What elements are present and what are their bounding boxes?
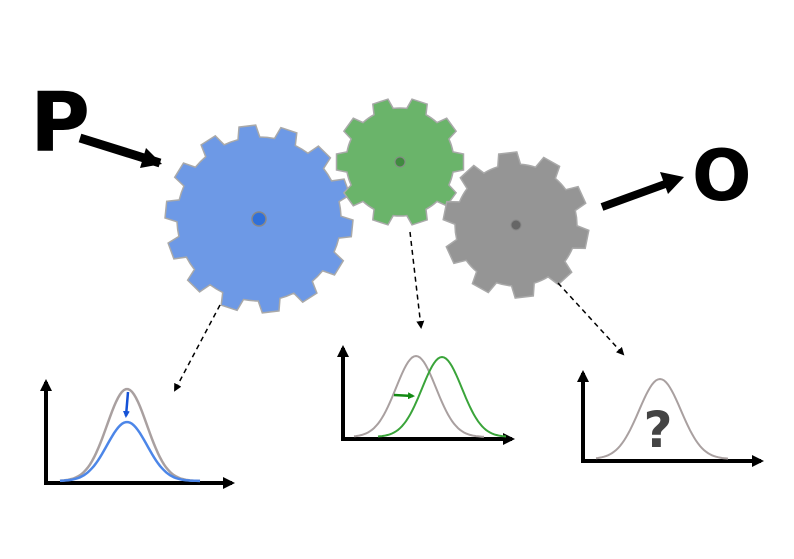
gray-gear-to-chart-arrow xyxy=(557,282,625,356)
output-arrowhead xyxy=(660,172,684,194)
chart1-down-arrow xyxy=(122,391,130,418)
green-chart xyxy=(337,345,515,445)
blue-gear-to-chart-arrow xyxy=(174,304,221,392)
chart3-curve xyxy=(595,377,729,460)
blue-chart xyxy=(40,379,235,489)
question-mark: ? xyxy=(643,401,672,459)
chart2-prior-curve xyxy=(353,354,484,438)
chart1-prior-curve xyxy=(59,387,201,483)
gray-gear-hub xyxy=(510,219,522,231)
output-arrow xyxy=(600,179,670,211)
green-gear-to-chart-arrow xyxy=(409,231,425,329)
input-label-p: P xyxy=(30,76,90,171)
blue-gear-hub xyxy=(251,211,267,227)
chart1-scaled-curve xyxy=(59,420,200,483)
chart2-shifted-curve xyxy=(377,355,507,438)
green-gear-hub xyxy=(394,156,406,168)
output-label-o: O xyxy=(692,135,752,217)
input-arrowhead xyxy=(140,148,162,168)
gray-chart: ? xyxy=(577,370,764,467)
chart2-right-arrow xyxy=(393,392,415,400)
